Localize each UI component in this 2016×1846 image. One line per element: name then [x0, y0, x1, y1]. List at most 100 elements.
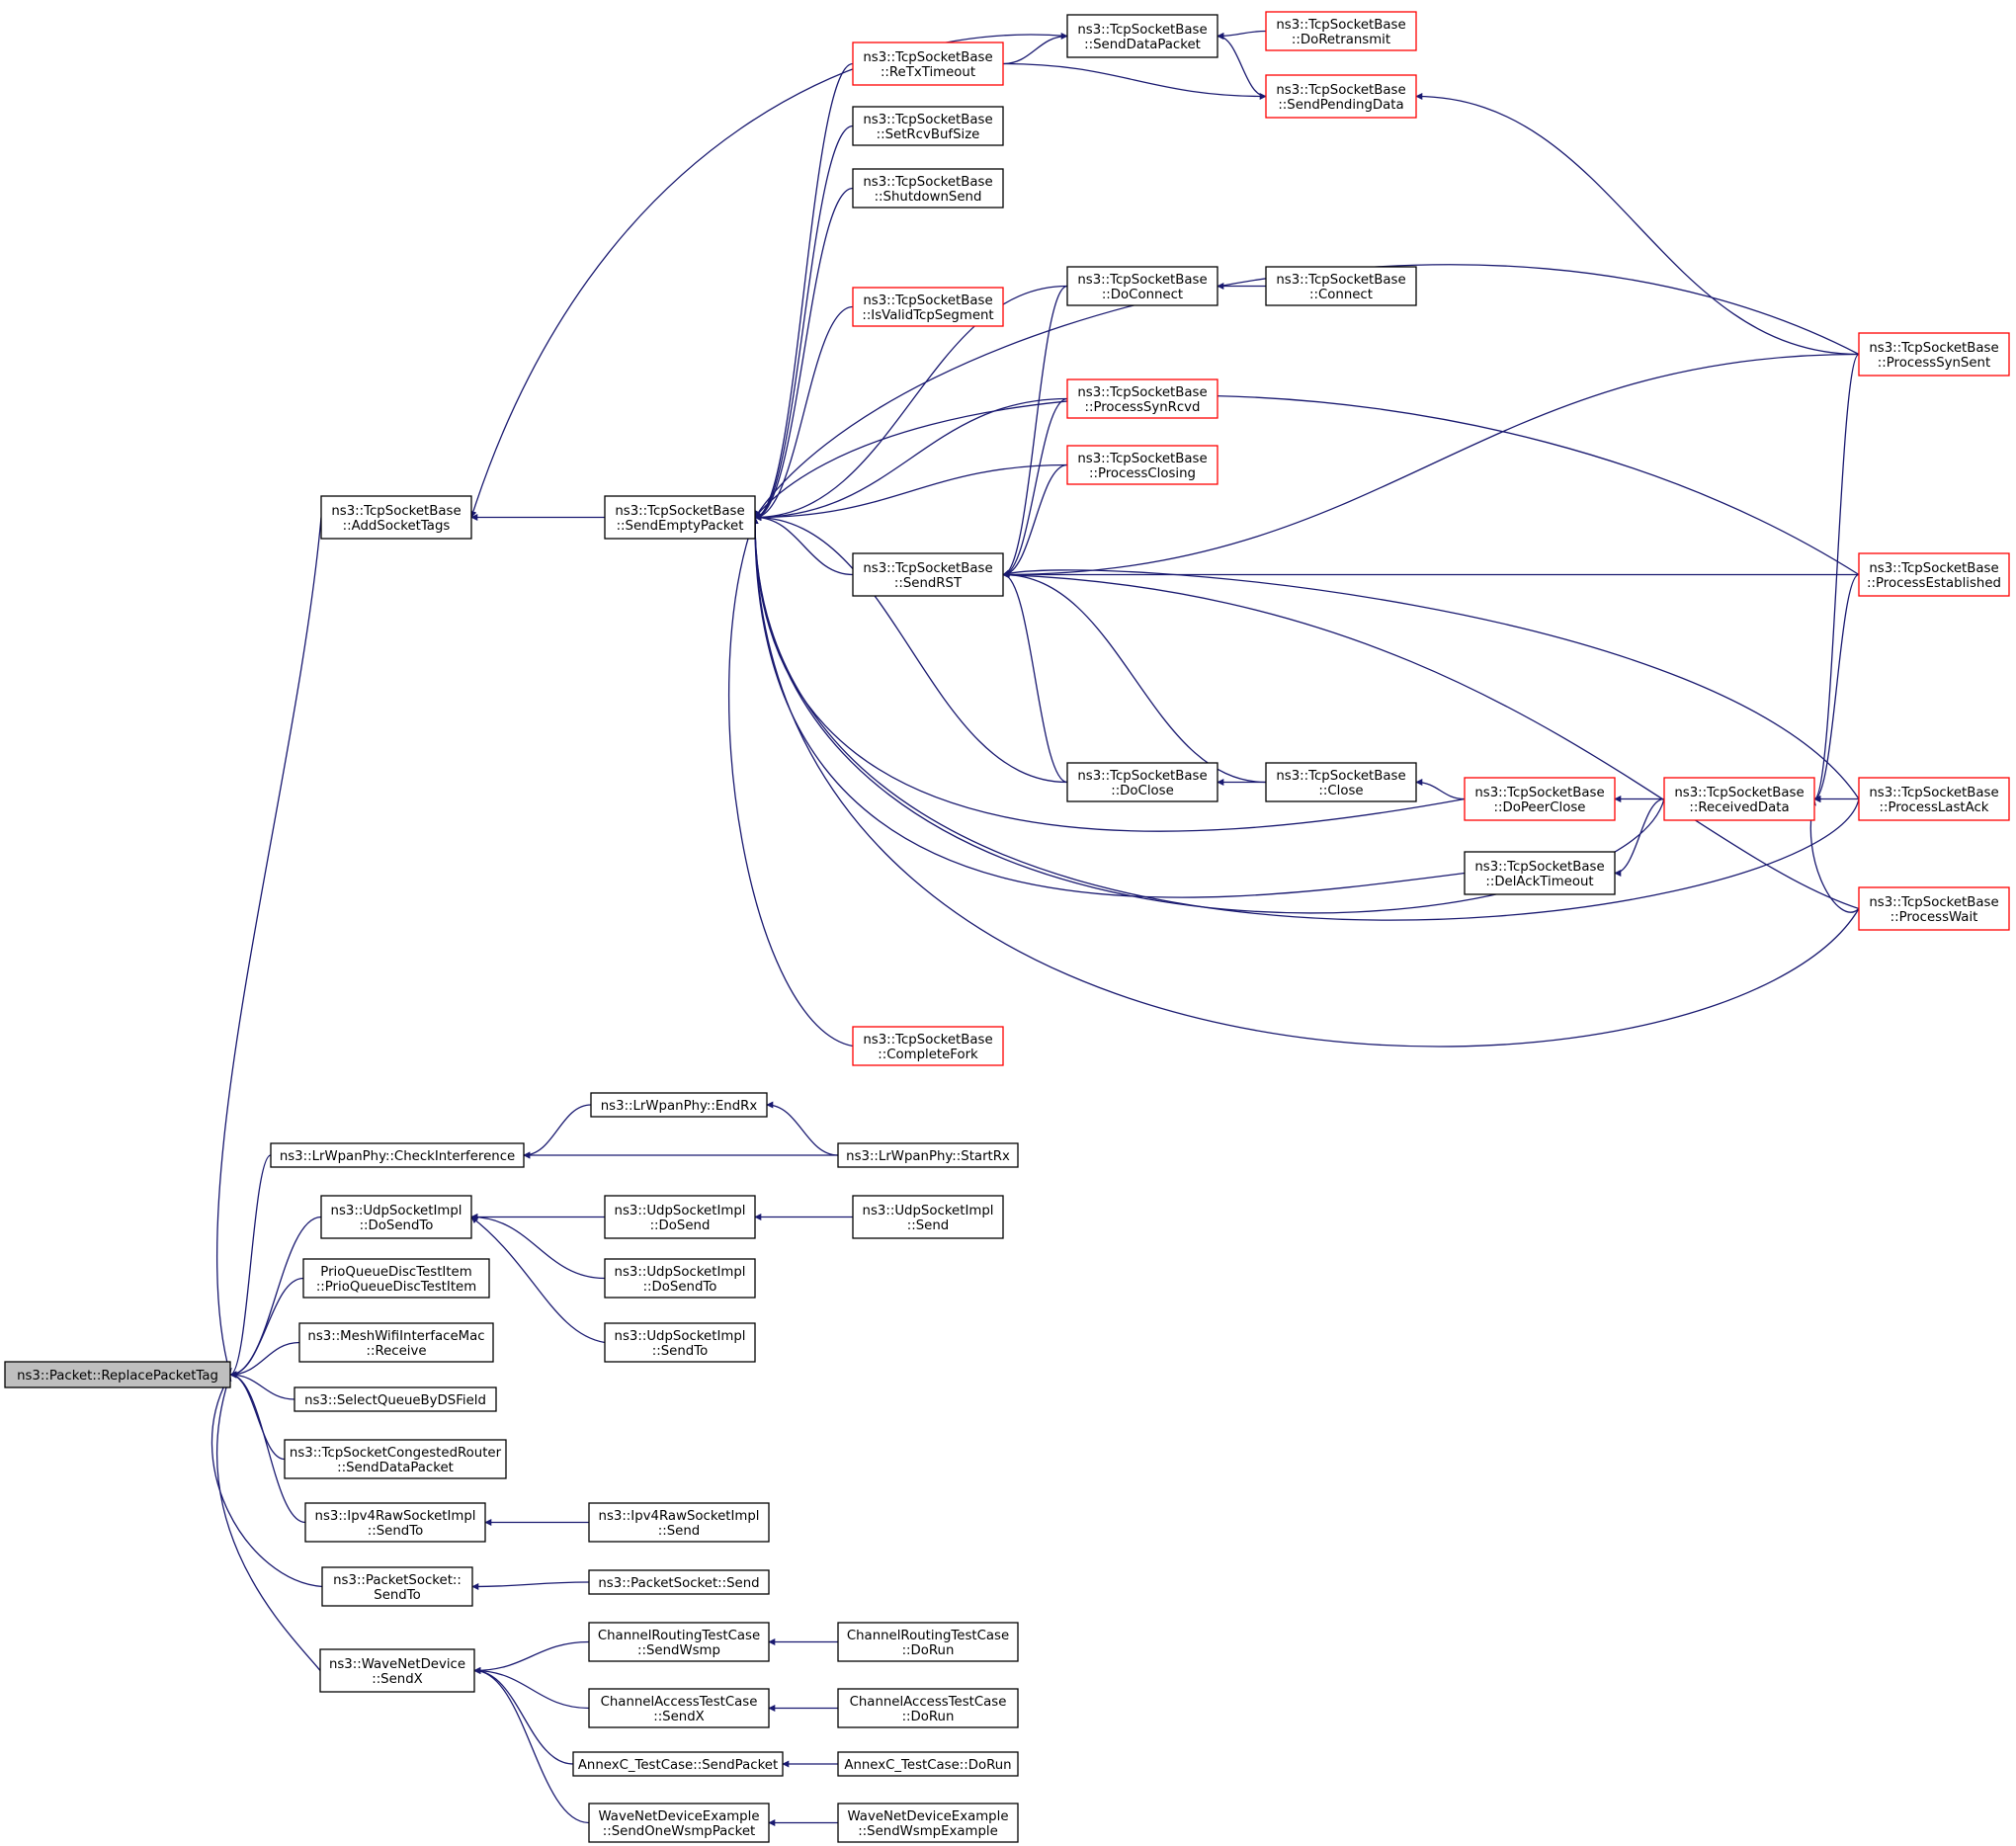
node-label-line: ::SendRST: [894, 576, 963, 591]
node-processSynSent[interactable]: ns3::TcpSocketBase::ProcessSynSent: [1858, 332, 2010, 377]
node-processWait[interactable]: ns3::TcpSocketBase::ProcessWait: [1858, 886, 2010, 931]
node-box: [302, 1258, 490, 1299]
node-label-line: ns3::TcpSocketCongestedRouter: [290, 1446, 502, 1461]
edge-processSynSent-to-sendPendingData: [1415, 93, 1860, 356]
node-ipv4Send[interactable]: ns3::Ipv4RawSocketImpl::Send: [588, 1502, 770, 1543]
node-udpDoSend[interactable]: ns3::UdpSocketImpl::DoSend: [604, 1195, 756, 1239]
node-label-line: ::Close: [1318, 784, 1363, 798]
node-root[interactable]: ns3::Packet::ReplacePacketTag: [4, 1361, 231, 1388]
node-selectQueue[interactable]: ns3::SelectQueueByDSField: [294, 1386, 497, 1412]
edge-close-to-sendRST: [1002, 571, 1267, 784]
node-label-line: ::DoPeerClose: [1494, 800, 1586, 815]
node-box: [4, 1361, 231, 1388]
node-udpDoSendTo[interactable]: ns3::UdpSocketImpl::DoSendTo: [320, 1195, 472, 1239]
node-addSocketTags[interactable]: ns3::TcpSocketBase::AddSocketTags: [320, 495, 472, 540]
node-sendRST[interactable]: ns3::TcpSocketBase::SendRST: [852, 552, 1004, 597]
node-delAckTimeout[interactable]: ns3::TcpSocketBase::DelAckTimeout: [1464, 851, 1616, 895]
node-label-line: ::IsValidTcpSegment: [862, 308, 993, 323]
node-box: [298, 1322, 494, 1363]
edge-doConnect-to-sendRST: [1002, 285, 1068, 578]
node-doConnect[interactable]: ns3::TcpSocketBase::DoConnect: [1066, 266, 1218, 306]
node-annexDoRun[interactable]: AnnexC_TestCase::DoRun: [837, 1751, 1019, 1777]
node-packetSocketSendTo[interactable]: ns3::PacketSocket::SendTo: [321, 1566, 473, 1607]
node-accessDoRun[interactable]: ChannelAccessTestCase::DoRun: [837, 1688, 1019, 1728]
node-receivedData[interactable]: ns3::TcpSocketBase::ReceivedData: [1663, 777, 1815, 821]
node-congestedRouter[interactable]: ns3::TcpSocketCongestedRouter::SendDataP…: [284, 1439, 507, 1479]
node-box: [588, 1502, 770, 1543]
node-sendEmptyPacket[interactable]: ns3::TcpSocketBase::SendEmptyPacket: [604, 495, 756, 540]
node-box: [1858, 552, 2010, 597]
node-packetSocketSend[interactable]: ns3::PacketSocket::Send: [588, 1569, 770, 1595]
node-doPeerClose[interactable]: ns3::TcpSocketBase::DoPeerClose: [1464, 777, 1616, 821]
edge-reTxTimeout-to-sendDataPacket: [1002, 33, 1068, 65]
node-label-line: ns3::UdpSocketImpl: [615, 1265, 746, 1280]
node-box: [320, 1195, 472, 1239]
node-prioQueue[interactable]: PrioQueueDiscTestItem::PrioQueueDiscTest…: [302, 1258, 490, 1299]
node-processClosing[interactable]: ns3::TcpSocketBase::ProcessClosing: [1066, 445, 1218, 485]
node-accessSendX[interactable]: ChannelAccessTestCase::SendX: [588, 1688, 770, 1728]
node-box: [588, 1622, 770, 1662]
node-label-line: ::DoConnect: [1102, 288, 1183, 302]
node-box: [837, 1803, 1019, 1843]
node-udpSend[interactable]: ns3::UdpSocketImpl::Send: [852, 1195, 1004, 1239]
node-sendDataPacket[interactable]: ns3::TcpSocketBase::SendDataPacket: [1066, 14, 1218, 58]
node-isValidTcpSegment[interactable]: ns3::TcpSocketBase::IsValidTcpSegment: [852, 287, 1004, 327]
node-box: [1663, 777, 1815, 821]
node-startRx[interactable]: ns3::LrWpanPhy::StartRx: [837, 1142, 1019, 1168]
node-processLastAck[interactable]: ns3::TcpSocketBase::ProcessLastAck: [1858, 777, 2010, 821]
node-processEstablished[interactable]: ns3::TcpSocketBase::ProcessEstablished: [1858, 552, 2010, 597]
node-endRx[interactable]: ns3::LrWpanPhy::EndRx: [590, 1092, 768, 1118]
node-doRetransmit[interactable]: ns3::TcpSocketBase::DoRetransmit: [1265, 11, 1417, 51]
node-label-line: ns3::TcpSocketBase: [863, 113, 992, 127]
edge-accessSendX-to-waveSendX: [473, 1667, 590, 1710]
node-label-line: ns3::WaveNetDevice: [329, 1657, 465, 1672]
node-label-line: ns3::LrWpanPhy::CheckInterference: [280, 1149, 515, 1164]
node-setRcvBufSize[interactable]: ns3::TcpSocketBase::SetRcvBufSize: [852, 106, 1004, 146]
node-meshReceive[interactable]: ns3::MeshWifiInterfaceMac::Receive: [298, 1322, 494, 1363]
edge-addSocketTags-to-root: [216, 517, 322, 1376]
node-label-line: ::Send: [907, 1218, 949, 1233]
node-box: [852, 42, 1004, 86]
node-label-line: ns3::PacketSocket::: [333, 1573, 462, 1588]
node-box: [588, 1803, 770, 1843]
node-completeFork[interactable]: ns3::TcpSocketBase::CompleteFork: [852, 1026, 1004, 1066]
node-label-line: ::ProcessEstablished: [1867, 576, 2001, 591]
node-udpSendTo[interactable]: ns3::UdpSocketImpl::SendTo: [604, 1322, 756, 1363]
edge-processClosing-to-sendRST: [1002, 463, 1068, 578]
node-box: [1464, 777, 1616, 821]
node-reTxTimeout[interactable]: ns3::TcpSocketBase::ReTxTimeout: [852, 42, 1004, 86]
node-doClose[interactable]: ns3::TcpSocketBase::DoClose: [1066, 762, 1218, 802]
node-shutdownSend[interactable]: ns3::TcpSocketBase::ShutdownSend: [852, 168, 1004, 209]
node-annexSendPacket[interactable]: AnnexC_TestCase::SendPacket: [572, 1751, 784, 1777]
node-label-line: ::ProcessSynRcvd: [1085, 400, 1201, 415]
node-box: [284, 1439, 507, 1479]
node-label-line: ::DoSendTo: [360, 1218, 434, 1233]
node-sendPendingData[interactable]: ns3::TcpSocketBase::SendPendingData: [1265, 74, 1417, 119]
node-ipv4SendTo[interactable]: ns3::Ipv4RawSocketImpl::SendTo: [304, 1502, 486, 1543]
node-label-line: ns3::TcpSocketBase: [1869, 786, 1998, 800]
edge-doConnect-to-sendEmptyPacket: [754, 285, 1068, 521]
node-label-line: ns3::TcpSocketBase: [863, 50, 992, 65]
node-checkInterference[interactable]: ns3::LrWpanPhy::CheckInterference: [270, 1142, 525, 1168]
node-connect[interactable]: ns3::TcpSocketBase::Connect: [1265, 266, 1417, 306]
node-waveSendX[interactable]: ns3::WaveNetDevice::SendX: [319, 1648, 475, 1693]
node-waveSendExample[interactable]: WaveNetDeviceExample::SendWsmpExample: [837, 1803, 1019, 1843]
node-label-line: ns3::TcpSocketBase: [1869, 341, 1998, 356]
node-waveSendOne[interactable]: WaveNetDeviceExample::SendOneWsmpPacket: [588, 1803, 770, 1843]
edge-shutdownSend-to-sendEmptyPacket: [754, 187, 854, 521]
node-label-line: ::ProcessClosing: [1089, 466, 1196, 481]
node-box: [837, 1622, 1019, 1662]
node-routingSendWsmp[interactable]: ChannelRoutingTestCase::SendWsmp: [588, 1622, 770, 1662]
node-close[interactable]: ns3::TcpSocketBase::Close: [1265, 762, 1417, 802]
node-label-line: ::DoRetransmit: [1292, 33, 1390, 47]
node-box: [588, 1569, 770, 1595]
node-label-line: AnnexC_TestCase::DoRun: [844, 1758, 1011, 1773]
node-label-line: ::DoRun: [902, 1643, 955, 1658]
node-label-line: ChannelAccessTestCase: [601, 1695, 758, 1710]
node-box: [837, 1688, 1019, 1728]
node-label-line: ::Send: [658, 1524, 700, 1539]
node-box: [270, 1142, 525, 1168]
node-routingDoRun[interactable]: ChannelRoutingTestCase::DoRun: [837, 1622, 1019, 1662]
node-processSynRcvd[interactable]: ns3::TcpSocketBase::ProcessSynRcvd: [1066, 378, 1218, 419]
node-udpDoSendTo2[interactable]: ns3::UdpSocketImpl::DoSendTo: [604, 1258, 756, 1299]
